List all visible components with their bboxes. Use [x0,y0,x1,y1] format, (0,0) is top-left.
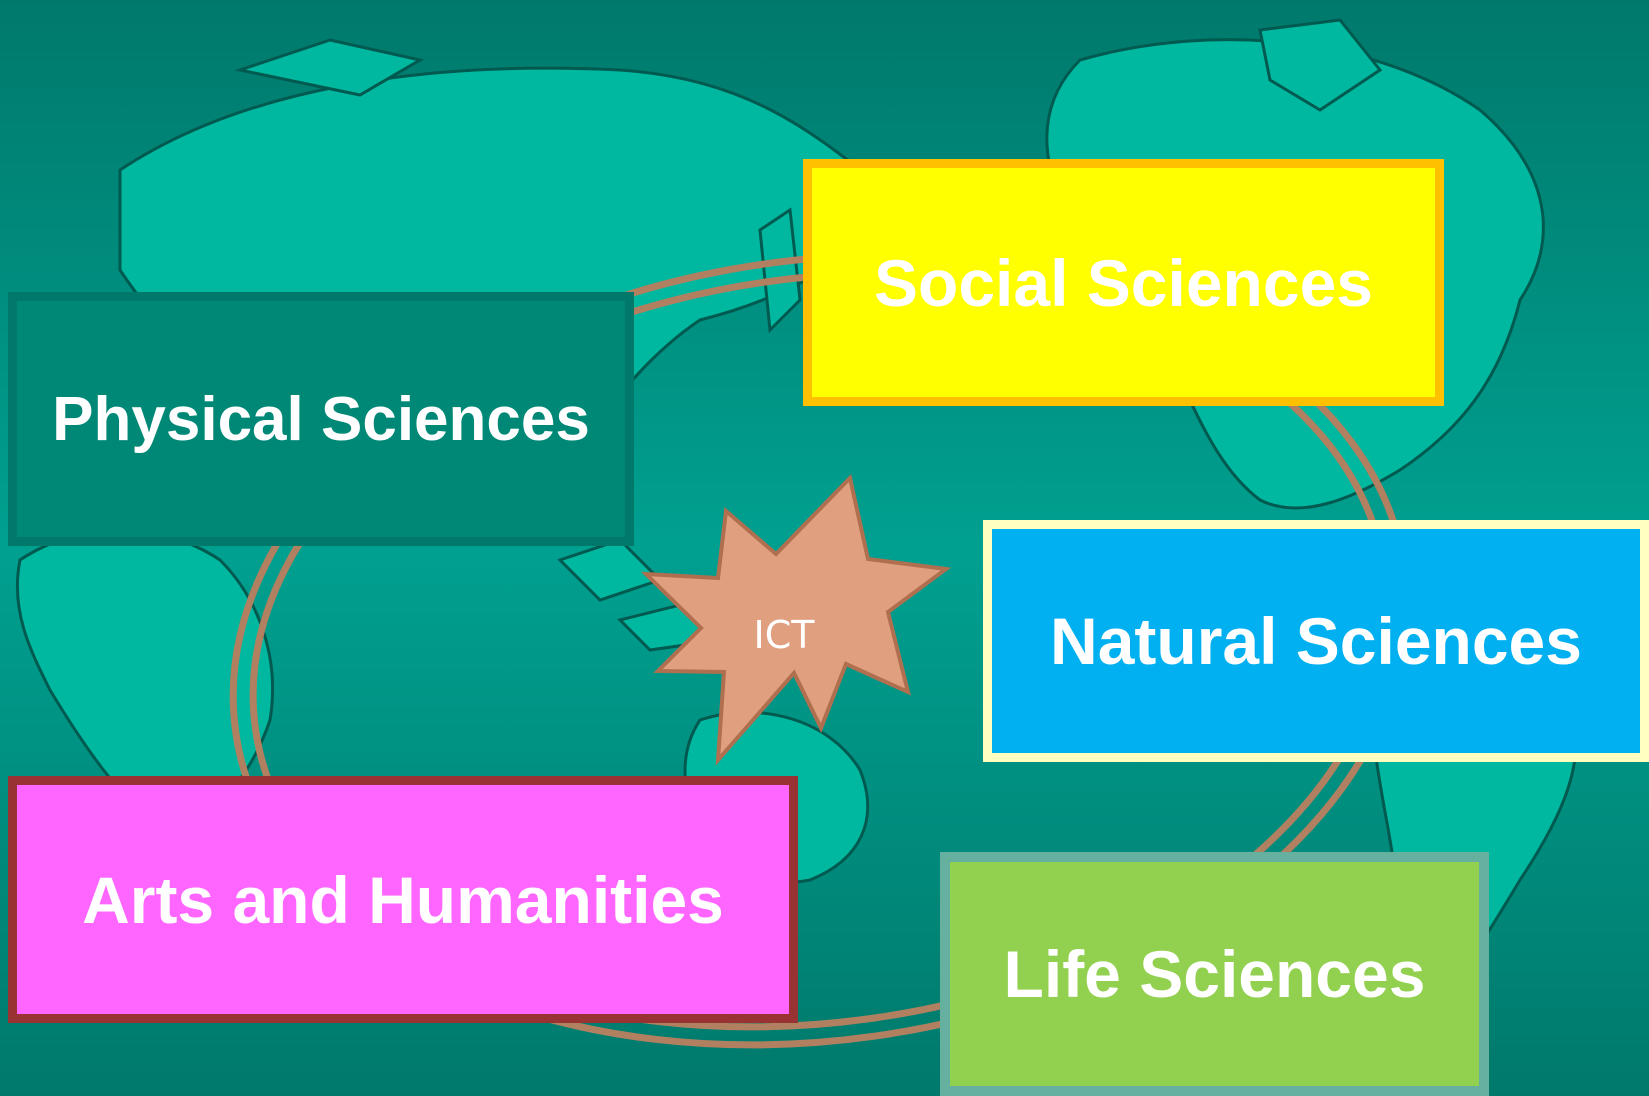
land-japan [758,207,802,334]
social-sciences-label: Social Sciences [874,245,1373,320]
natural-sciences-label: Natural Sciences [1050,604,1582,678]
ict-starburst [640,473,952,766]
life-sciences-box: Life Sciences [940,852,1489,1096]
arts-and-humanities-box: Arts and Humanities [8,776,798,1023]
land-greenland [1258,18,1383,112]
ict-label: ICT [753,613,815,657]
life-sciences-label: Life Sciences [1003,937,1426,1011]
physical-sciences-box: Physical Sciences [8,292,634,546]
physical-sciences-label: Physical Sciences [52,384,590,454]
land-arctic [234,38,425,97]
natural-sciences-box: Natural Sciences [983,520,1649,762]
social-sciences-box: Social Sciences [803,159,1444,406]
arts-and-humanities-label: Arts and Humanities [82,862,724,937]
